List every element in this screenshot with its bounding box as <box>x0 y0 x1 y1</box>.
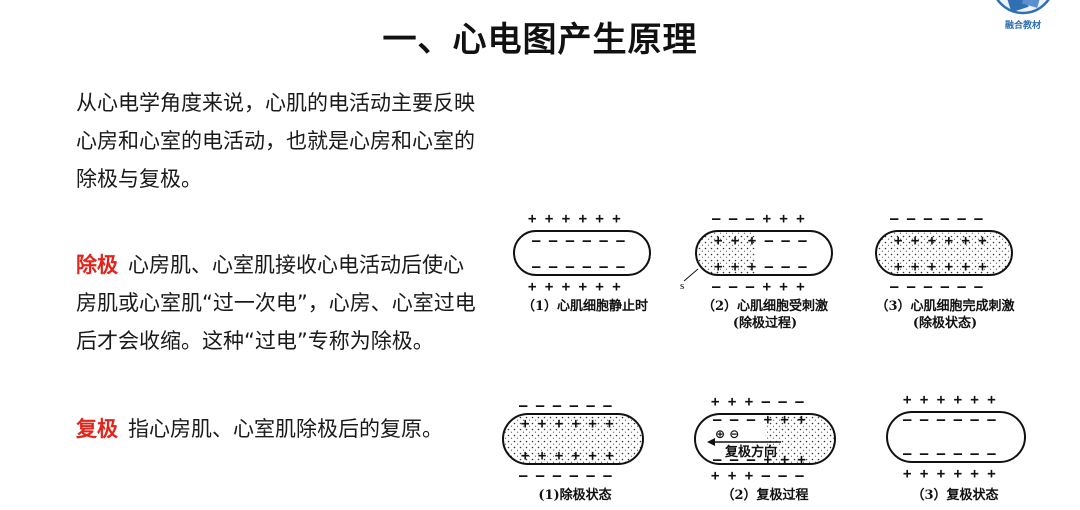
charge-symbols: ⊕ ⊖ <box>715 427 739 441</box>
inner-minus-signs: — — — — — — <box>532 259 625 275</box>
depolarization-term: 除极 <box>76 253 118 277</box>
repolarization-paragraph: 复极指心房肌、心室肌除极后的复原。 <box>30 410 476 448</box>
caption-line: (除极过程) <box>680 315 850 332</box>
svg-text:+ + + + + +: + + + + + + <box>894 233 987 249</box>
svg-text:+ + + — — —: + + + — — — <box>714 233 807 249</box>
outer-plus-signs: + + + + + + <box>528 279 621 295</box>
svg-text:— — — — — —: — — — — — — <box>519 468 612 482</box>
svg-text:+ + + — — —: + + + — — — <box>711 394 804 410</box>
inner-minus-signs: — — — — — — <box>532 233 625 249</box>
page-title: 一、心电图产生原理 <box>0 12 1080 61</box>
svg-text:+ + + + + +: + + + + + + <box>894 259 987 275</box>
figure-caption: （2）复极过程 <box>685 487 845 504</box>
depolarization-paragraph: 除极心房肌、心室肌接收心电活动后使心房肌或心室肌“过一次电”，心房、心室过电后才… <box>30 246 476 360</box>
svg-text:— — — + + +: — — — + + + <box>712 211 805 227</box>
intro-paragraph: 从心电学角度来说，心肌的电活动主要反映心房和心室的电活动，也就是心房和心室的除极… <box>30 84 476 198</box>
svg-text:— — — — — —: — — — — — — <box>890 279 983 295</box>
svg-text:+ + + + + +: + + + + + + <box>521 448 614 464</box>
cell-resting-diagram: + + + + + + — — — — — — — — — — — — + + … <box>500 205 670 295</box>
svg-text:+ + + + + +: + + + + + + <box>903 466 996 482</box>
cell-repolarization-diagram: + + + — — — — — — + + + ⊕ ⊖ 复极方向 — — — +… <box>685 392 845 482</box>
repolarization-text: 指心房肌、心室肌除极后的复原。 <box>128 417 443 441</box>
depolarization-text: 心房肌、心室肌接收心电活动后使心房肌或心室肌“过一次电”，心房、心室过电后才会收… <box>76 253 476 353</box>
stimulus-label: s <box>680 280 684 292</box>
svg-text:+ + + — — —: + + + — — — <box>711 468 804 482</box>
figure-caption: (1)除极状态 <box>495 487 655 504</box>
figure-caption: （1）心肌细胞静止时 <box>500 298 670 315</box>
caption-line: （3）心肌细胞完成刺激 <box>860 298 1030 315</box>
svg-text:— — — — — —: — — — — — — <box>519 398 612 414</box>
arrow-head <box>707 438 715 446</box>
svg-text:— — — + + +: — — — + + + <box>713 412 806 428</box>
cell-depolarized-state-diagram: — — — — — — + + + + + + + + + + + + — — … <box>495 392 655 482</box>
svg-text:+ + + — — —: + + + — — — <box>714 259 807 275</box>
figure-caption: （2）心肌细胞受刺激 (除极过程) <box>680 298 850 332</box>
figure-caption: （3）心肌细胞完成刺激 (除极状态) <box>860 298 1030 332</box>
svg-text:+ + + + + +: + + + + + + <box>521 416 614 432</box>
repolarization-term: 复极 <box>76 417 118 441</box>
figure-caption: （3）复极状态 <box>875 487 1035 504</box>
svg-text:— — — + + +: — — — + + + <box>712 279 805 295</box>
svg-text:— — — — — —: — — — — — — <box>890 211 983 227</box>
outer-plus-signs: + + + + + + <box>528 211 621 227</box>
logo-text: 融合教材 <box>1005 19 1041 31</box>
svg-text:— — — — — —: — — — — — — <box>903 446 996 462</box>
cell-depolarized-diagram: — — — — — — + + + + + + + + + + + + — — … <box>860 205 1030 295</box>
cell-stimulated-diagram: — — — + + + + + + — — — + + + — — — — — … <box>680 205 850 295</box>
svg-text:— — — + + +: — — — + + + <box>713 452 806 468</box>
svg-text:+ + + + + +: + + + + + + <box>903 392 996 408</box>
logo: 融合教材 <box>988 0 1058 38</box>
caption-line: （2）心肌细胞受刺激 <box>680 298 850 315</box>
cell-repolarized-state-diagram: + + + + + + — — — — — — — — — — — — + + … <box>875 392 1035 482</box>
stimulus-pointer <box>684 269 698 281</box>
svg-text:— — — — — —: — — — — — — <box>903 412 996 428</box>
caption-line: (除极状态) <box>860 315 1030 332</box>
